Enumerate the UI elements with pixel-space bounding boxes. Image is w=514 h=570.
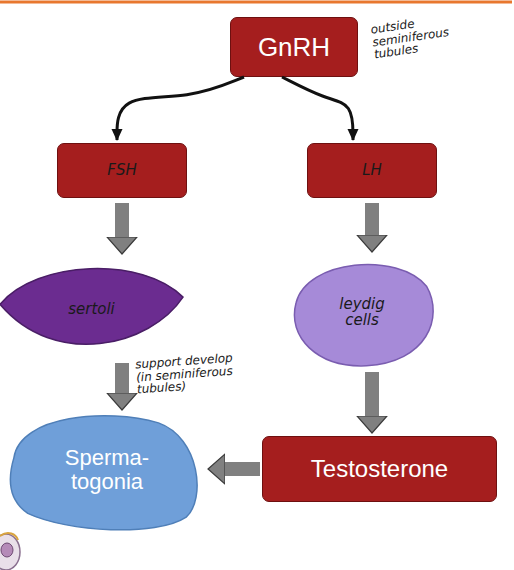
hormone-box: GnRH	[230, 17, 358, 77]
header-rule	[0, 1, 512, 4]
handwritten-note: outside seminiferous tubules	[370, 13, 454, 62]
node-label: leydig cells	[327, 296, 397, 329]
hormone-box: FSH	[57, 143, 187, 198]
node-label: Testosterone	[267, 456, 492, 482]
node-label: FSH	[62, 162, 182, 179]
curved-arrow	[117, 77, 244, 140]
block-arrow	[365, 372, 379, 416]
hormone-box: LH	[307, 143, 437, 198]
spermatogonia-shape: Sperma- togonia	[8, 408, 206, 532]
cell-illustration-fragment	[0, 533, 20, 570]
leydig-cell-shape: leydig cells	[287, 256, 437, 368]
sertoli-cell-shape: sertoli	[0, 258, 183, 361]
hormone-box: Testosterone	[262, 436, 497, 502]
node-label: sertoli	[17, 301, 167, 318]
node-outline-path	[0, 269, 183, 345]
handwritten-note: support develop (in seminiferous tubules…	[135, 352, 237, 397]
node-outline-path	[294, 265, 433, 366]
curved-arrow	[282, 77, 353, 140]
node-outline-path	[10, 416, 197, 530]
block-arrow	[225, 462, 260, 476]
block-arrow	[115, 203, 129, 237]
node-label: Sperma- togonia	[52, 446, 162, 494]
block-arrow	[365, 203, 379, 235]
block-arrow	[115, 363, 129, 393]
node-label: GnRH	[234, 33, 354, 62]
node-label: LH	[312, 162, 432, 179]
